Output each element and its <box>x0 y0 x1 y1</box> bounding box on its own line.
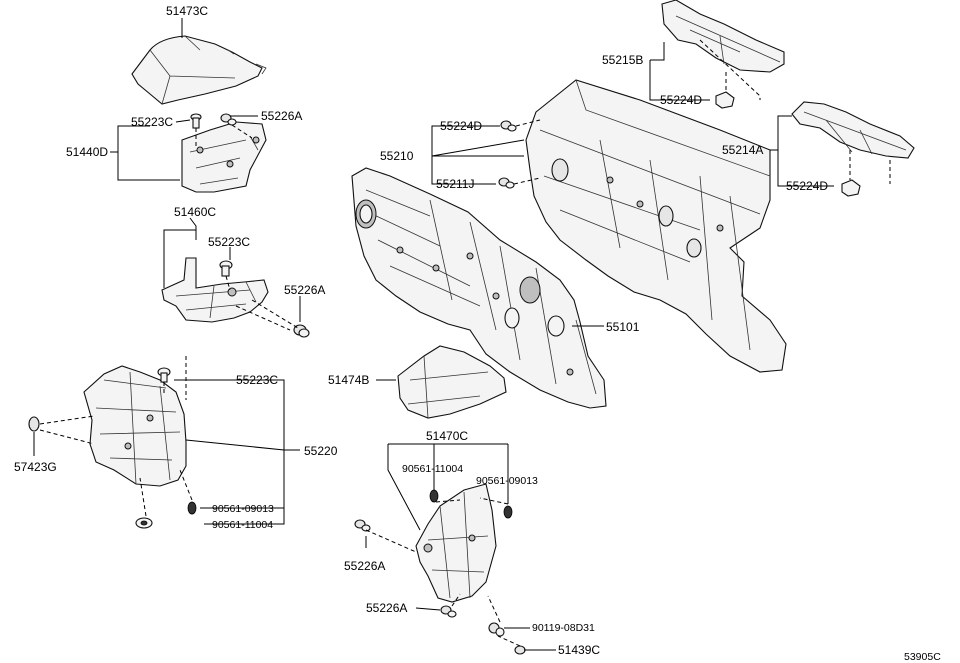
label-55220: 55220 <box>304 444 338 458</box>
clip-55223C-c[interactable] <box>157 367 171 383</box>
reference-number: 53905C <box>904 651 941 663</box>
label-51439C: 51439C <box>558 643 600 657</box>
part-51440D[interactable] <box>181 121 267 193</box>
bolt-90119-08D31[interactable] <box>488 622 505 637</box>
label-55224D-c: 55224D <box>786 179 828 193</box>
label-90119-08D31: 90119-08D31 <box>532 622 595 634</box>
label-90561-11004-b: 90561-11004 <box>402 463 463 475</box>
part-51460C[interactable] <box>161 257 269 323</box>
clip-55224D-c[interactable] <box>841 179 861 197</box>
label-55101: 55101 <box>606 320 640 334</box>
label-90561-11004-a: 90561-11004 <box>212 519 273 531</box>
label-55226A-d: 55226A <box>366 601 407 615</box>
label-55215B: 55215B <box>602 53 643 67</box>
label-55210: 55210 <box>380 149 414 163</box>
part-55214A[interactable] <box>791 101 915 159</box>
part-51474B[interactable] <box>397 345 507 419</box>
grommet-57423G[interactable] <box>28 416 40 432</box>
label-51470C: 51470C <box>426 429 468 443</box>
clip-90561-09013-b[interactable] <box>503 505 513 519</box>
label-90561-09013-b: 90561-09013 <box>476 475 538 487</box>
clip-90561-11004-a[interactable] <box>135 517 153 529</box>
part-55215B[interactable] <box>661 0 785 73</box>
label-55224D-a: 55224D <box>660 93 702 107</box>
bolt-55226A-d[interactable] <box>440 605 457 618</box>
part-51473C[interactable] <box>131 35 267 105</box>
label-55223C-b: 55223C <box>208 235 250 249</box>
clip-55223C-a[interactable] <box>190 113 202 129</box>
part-55210[interactable] <box>525 79 787 373</box>
clip-90561-09013-a[interactable] <box>187 501 197 515</box>
label-55214A: 55214A <box>722 143 763 157</box>
label-55223C-a: 55223C <box>131 115 173 129</box>
part-55220[interactable] <box>83 365 187 487</box>
label-90561-09013-a: 90561-09013 <box>212 503 274 515</box>
clip-90561-11004-b[interactable] <box>429 489 439 503</box>
bolt-55224D-b[interactable] <box>500 120 517 132</box>
label-55226A-a: 55226A <box>261 109 302 123</box>
label-57423G: 57423G <box>14 460 57 474</box>
clip-55224D-a[interactable] <box>715 91 735 109</box>
label-51473C: 51473C <box>166 4 208 18</box>
label-55211J: 55211J <box>436 177 474 191</box>
clip-55211J[interactable] <box>498 177 515 189</box>
part-51470C[interactable] <box>415 483 497 603</box>
label-55226A-c: 55226A <box>344 559 385 573</box>
label-51460C: 51460C <box>174 205 216 219</box>
label-55224D-b: 55224D <box>440 119 482 133</box>
label-51474B: 51474B <box>328 373 369 387</box>
label-51440D: 51440D <box>66 145 108 159</box>
part-55101[interactable] <box>351 167 607 409</box>
clip-51439C[interactable] <box>514 645 526 655</box>
label-55226A-b: 55226A <box>284 283 325 297</box>
bolt-55226A-c[interactable] <box>354 519 371 532</box>
clip-55223C-b[interactable] <box>219 260 233 277</box>
label-55223C-c: 55223C <box>236 373 278 387</box>
